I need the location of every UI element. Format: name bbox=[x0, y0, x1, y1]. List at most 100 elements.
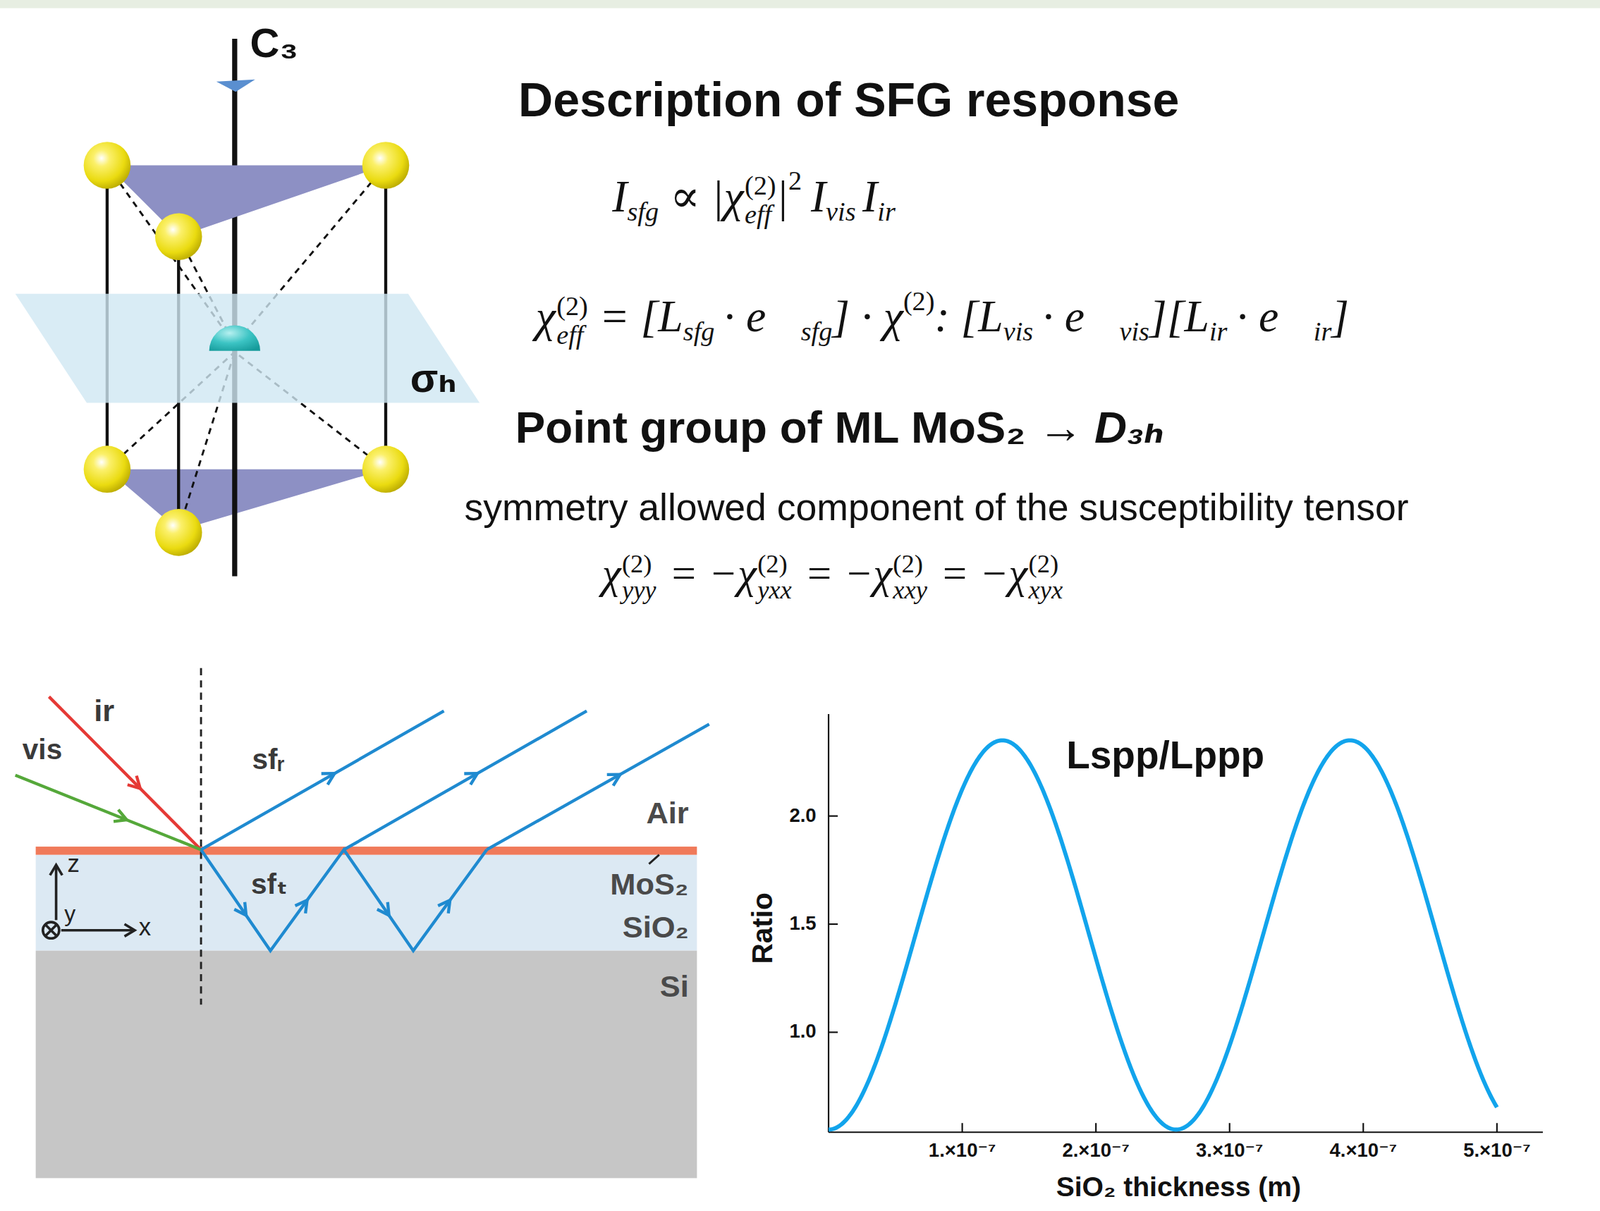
math-text: | bbox=[776, 171, 790, 222]
layer-label: Air bbox=[35, 796, 689, 830]
subscript: yyy bbox=[621, 578, 657, 606]
math-text: · e⃗ bbox=[723, 291, 802, 343]
index-stack: (2)yxx bbox=[757, 550, 792, 606]
superscript: (2) bbox=[744, 172, 777, 201]
s-atom bbox=[362, 445, 410, 493]
math-text: ][L bbox=[1149, 291, 1210, 343]
beam-label: y bbox=[64, 901, 76, 927]
equation: χ(2)yyy= −χ(2)yxx= −χ(2)xxy= −χ(2)xyx bbox=[602, 545, 1063, 606]
arrowhead bbox=[321, 773, 335, 785]
superscript: (2) bbox=[1028, 550, 1064, 578]
math-text: = −χ bbox=[669, 550, 757, 598]
arrowhead bbox=[607, 774, 621, 787]
normal-line bbox=[200, 668, 203, 1006]
superscript: (2) bbox=[892, 550, 928, 578]
tick-label: 2.0 bbox=[789, 805, 816, 828]
beam-label: x bbox=[138, 914, 151, 942]
superscript: (2) bbox=[757, 550, 792, 578]
equation: Isfg∝ |χ(2)eff|2IvisIir bbox=[612, 163, 896, 230]
plot-axes bbox=[828, 714, 1543, 1133]
index-stack: (2)yyy bbox=[621, 550, 657, 606]
sio2-band bbox=[35, 855, 698, 952]
subscript: vis bbox=[1119, 316, 1150, 347]
heading: Description of SFG response bbox=[518, 73, 1180, 127]
top-bar bbox=[0, 0, 1600, 9]
bottom-triangle bbox=[107, 469, 386, 531]
arrowhead bbox=[113, 810, 127, 823]
subscript: eff bbox=[744, 200, 777, 230]
arrowhead bbox=[463, 773, 478, 785]
mos2-layer bbox=[35, 846, 698, 856]
point-group: D₃ₕ bbox=[1094, 401, 1165, 453]
tick-label: 3.×10⁻⁷ bbox=[1195, 1140, 1263, 1163]
subscript: ir bbox=[1209, 316, 1227, 347]
subscript: sfg bbox=[683, 316, 716, 347]
beam-label: MoS₂ bbox=[609, 867, 689, 902]
beam-label: sfₜ bbox=[251, 869, 288, 902]
arrowhead bbox=[234, 902, 247, 916]
layer-label: Si bbox=[35, 969, 689, 1004]
math-text: = [L bbox=[599, 291, 684, 343]
subscript: yxx bbox=[757, 578, 792, 606]
axis-title: Ratio bbox=[747, 892, 780, 964]
math-text: : [L bbox=[934, 291, 1003, 343]
s-atom bbox=[155, 509, 203, 557]
axis-marker bbox=[216, 79, 256, 92]
math-text: ] · χ bbox=[832, 291, 904, 343]
tick-label: 4.×10⁻⁷ bbox=[1329, 1140, 1397, 1163]
ratio-curve bbox=[828, 740, 1498, 1130]
arrowhead bbox=[295, 900, 308, 914]
arrowhead bbox=[377, 902, 390, 916]
layer-band: Si bbox=[35, 951, 698, 1180]
tick-label: 2.×10⁻⁷ bbox=[1061, 1140, 1129, 1163]
s-atom bbox=[83, 141, 132, 189]
math-text: ∝ |χ bbox=[669, 171, 744, 222]
s-atom bbox=[155, 212, 203, 261]
s-atom bbox=[362, 141, 410, 189]
subscript: sfg bbox=[801, 316, 833, 347]
beam-label: sfᵣ bbox=[251, 744, 285, 777]
math-text: ] bbox=[1331, 291, 1349, 343]
axis-title: SiO₂ thickness (m) bbox=[1056, 1173, 1302, 1204]
math-text: I bbox=[862, 171, 878, 222]
symmetry-label: C₃ bbox=[250, 20, 299, 66]
subheading: Point group of ML MoS₂ →D₃ₕ bbox=[515, 397, 1165, 457]
index-stack: (2)eff bbox=[744, 172, 777, 230]
axes-icon bbox=[43, 865, 135, 939]
subscript: sfg bbox=[626, 196, 659, 227]
tick-label: 1.×10⁻⁷ bbox=[928, 1140, 996, 1163]
math-text: = −χ bbox=[939, 550, 1028, 598]
plot-ticks bbox=[828, 816, 1498, 1134]
math-text: I bbox=[612, 171, 627, 222]
math-text: · e⃗ bbox=[1236, 291, 1314, 343]
math-text: Point group of ML MoS₂ → bbox=[515, 401, 1084, 453]
s-atom bbox=[83, 445, 132, 493]
subscript: vis bbox=[825, 196, 856, 227]
tick-label: 1.0 bbox=[789, 1021, 816, 1043]
superscript: (2) bbox=[903, 285, 936, 316]
arrowhead bbox=[127, 776, 141, 790]
beam-label: vis bbox=[22, 734, 63, 767]
leader-line bbox=[648, 855, 659, 865]
ir-beam bbox=[48, 696, 201, 850]
layer-band: SiO₂ bbox=[35, 855, 698, 952]
subscript: eff bbox=[556, 321, 589, 350]
tick-label: 5.×10⁻⁷ bbox=[1463, 1140, 1531, 1163]
beam-arrowheads bbox=[113, 773, 620, 916]
layer-label: SiO₂ bbox=[35, 910, 689, 945]
top-triangle bbox=[107, 165, 386, 237]
arrowhead bbox=[437, 900, 450, 914]
index-stack: (2)xxy bbox=[892, 550, 928, 606]
index-stack: (2)eff bbox=[556, 293, 589, 350]
mirror-plane bbox=[15, 294, 480, 404]
math-text: χ bbox=[602, 550, 622, 598]
beam-label: z bbox=[67, 851, 80, 878]
vis-beam bbox=[15, 775, 201, 851]
superscript: 2 bbox=[788, 165, 802, 196]
index-stack: (2)xyx bbox=[1028, 550, 1064, 606]
description-text: symmetry allowed component of the suscep… bbox=[463, 487, 1409, 530]
si-band bbox=[35, 951, 698, 1180]
symmetry-label: σₕ bbox=[410, 355, 457, 401]
subscript: ir bbox=[1313, 316, 1332, 347]
superscript: (2) bbox=[621, 550, 657, 578]
